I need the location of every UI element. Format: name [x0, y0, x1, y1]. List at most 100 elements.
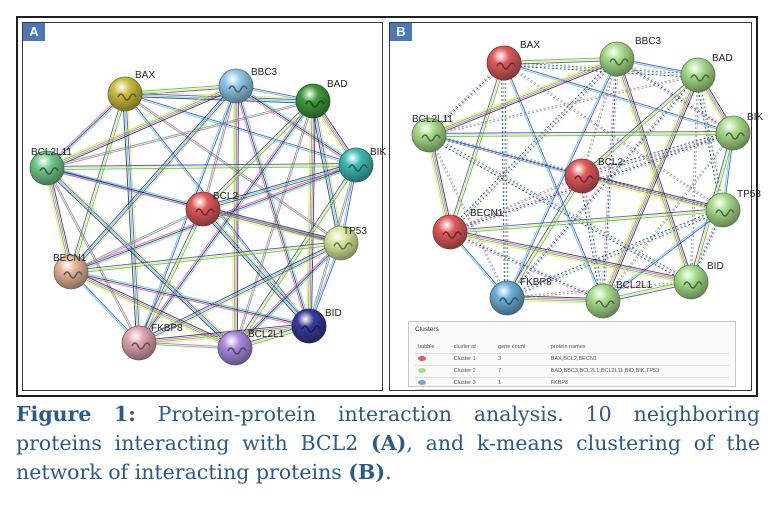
neta-node-bax[interactable] [107, 76, 143, 112]
netb-node-bcl2l11[interactable] [411, 117, 447, 153]
neta-node-bcl2l11[interactable] [29, 150, 65, 186]
netb-edge [451, 63, 506, 233]
netb-protein-structure-icon [690, 74, 710, 82]
netb-edge [507, 211, 725, 301]
header-protein-names: protein names [547, 342, 729, 354]
neta-node-fkbp8[interactable] [121, 325, 157, 361]
neta-edge [70, 273, 309, 328]
netb-protein-structure-icon [421, 134, 441, 142]
netb-protein-structure-icon [609, 58, 629, 66]
neta-protein-structure-icon [301, 325, 321, 333]
netb-edge [503, 63, 733, 135]
netb-edge [604, 75, 701, 303]
netb-edge [699, 74, 726, 210]
netb-edge [602, 209, 723, 301]
neta-edge [46, 164, 357, 169]
netb-edge [582, 174, 724, 210]
netb-edge [449, 232, 691, 284]
netb-node-bax[interactable] [486, 45, 522, 81]
neta-edge [44, 168, 70, 273]
neta-edge [201, 99, 313, 209]
neta-node-becn1[interactable] [53, 254, 89, 290]
figure-caption: Figure 1: Protein-protein interaction an… [16, 400, 760, 487]
netb-node-bcl2[interactable] [564, 158, 600, 194]
netb-edge [428, 132, 734, 136]
gene-count: 1 [495, 377, 548, 390]
neta-node-bcl2l1[interactable] [217, 330, 253, 366]
netb-edge [582, 175, 605, 301]
neta-label-becn1: BECN1 [53, 253, 87, 264]
netb-edge [428, 73, 698, 135]
netb-edge [504, 62, 509, 298]
netb-edge [507, 75, 700, 300]
neta-edge [203, 101, 315, 211]
neta-edge [45, 83, 236, 167]
netb-protein-structure-icon [574, 175, 594, 183]
neta-edge [47, 86, 237, 170]
neta-edge [307, 100, 313, 326]
neta-edge [124, 94, 313, 103]
neta-label-bad: BAD [327, 79, 348, 90]
netb-node-bad[interactable] [680, 57, 716, 93]
neta-node-bad[interactable] [295, 83, 331, 119]
neta-protein-structure-icon [228, 85, 248, 93]
neta-protein-structure-icon [348, 164, 368, 172]
neta-label-fkbp8: FKBP8 [151, 323, 183, 334]
neta-node-bbc3[interactable] [218, 68, 254, 104]
netb-protein-structure-icon [499, 297, 519, 305]
netb-edge [603, 210, 724, 302]
neta-edge [202, 163, 356, 209]
neta-edge [203, 86, 238, 210]
netb-node-tp53[interactable] [705, 192, 741, 228]
neta-edge [235, 86, 238, 349]
neta-edge [309, 101, 315, 327]
netb-node-fkbp8[interactable] [489, 280, 525, 316]
neta-edge [70, 272, 235, 350]
netb-edge [449, 233, 691, 285]
neta-node-bcl2[interactable] [185, 191, 221, 227]
netb-node-bik[interactable] [715, 115, 751, 151]
neta-edge [46, 168, 235, 349]
neta-edge [139, 244, 343, 346]
neta-edge [201, 85, 236, 209]
neta-label-bik: BIK [370, 147, 386, 158]
neta-label-bbc3: BBC3 [251, 67, 278, 78]
netb-edge [428, 57, 617, 135]
neta-edge [138, 208, 204, 344]
cluster-row: Cluster 3 1 FKBP8 [415, 377, 729, 390]
caption-text-3: . [385, 460, 392, 484]
neta-edge [69, 273, 235, 351]
netb-edge [449, 58, 617, 232]
neta-protein-structure-icon [39, 167, 59, 175]
netb-protein-structure-icon [442, 231, 462, 239]
neta-label-bcl2: BCL2 [213, 191, 238, 202]
netb-label-tp53: TP53 [737, 189, 761, 200]
neta-edge [203, 208, 310, 326]
neta-node-bik[interactable] [338, 147, 374, 183]
netb-node-bbc3[interactable] [599, 41, 635, 77]
netb-edge [427, 61, 504, 135]
netb-edge [505, 58, 617, 298]
neta-edge [71, 86, 237, 273]
netb-node-bid[interactable] [673, 264, 709, 300]
cluster-id: Cluster 2 [450, 365, 496, 378]
neta-edge [125, 92, 357, 165]
neta-node-bid[interactable] [291, 308, 327, 344]
netb-protein-structure-icon [715, 209, 735, 217]
netb-edge [691, 75, 700, 283]
netb-node-bcl2l1[interactable] [585, 283, 621, 319]
protein-names: BAD,BBC3,BCL2L1,BCL2L11,BID,BIK,TP53 [547, 365, 729, 378]
neta-protein-structure-icon [63, 271, 83, 279]
neta-edge [139, 101, 315, 345]
netb-edge [689, 74, 698, 282]
netb-protein-structure-icon [496, 62, 516, 70]
neta-node-tp53[interactable] [323, 225, 359, 261]
netb-edge [506, 74, 699, 299]
netb-edge [581, 176, 723, 212]
neta-edge [68, 84, 235, 271]
netb-node-becn1[interactable] [432, 214, 468, 250]
neta-edge [71, 270, 236, 348]
netb-edge [582, 173, 724, 209]
netb-edge [507, 210, 724, 300]
